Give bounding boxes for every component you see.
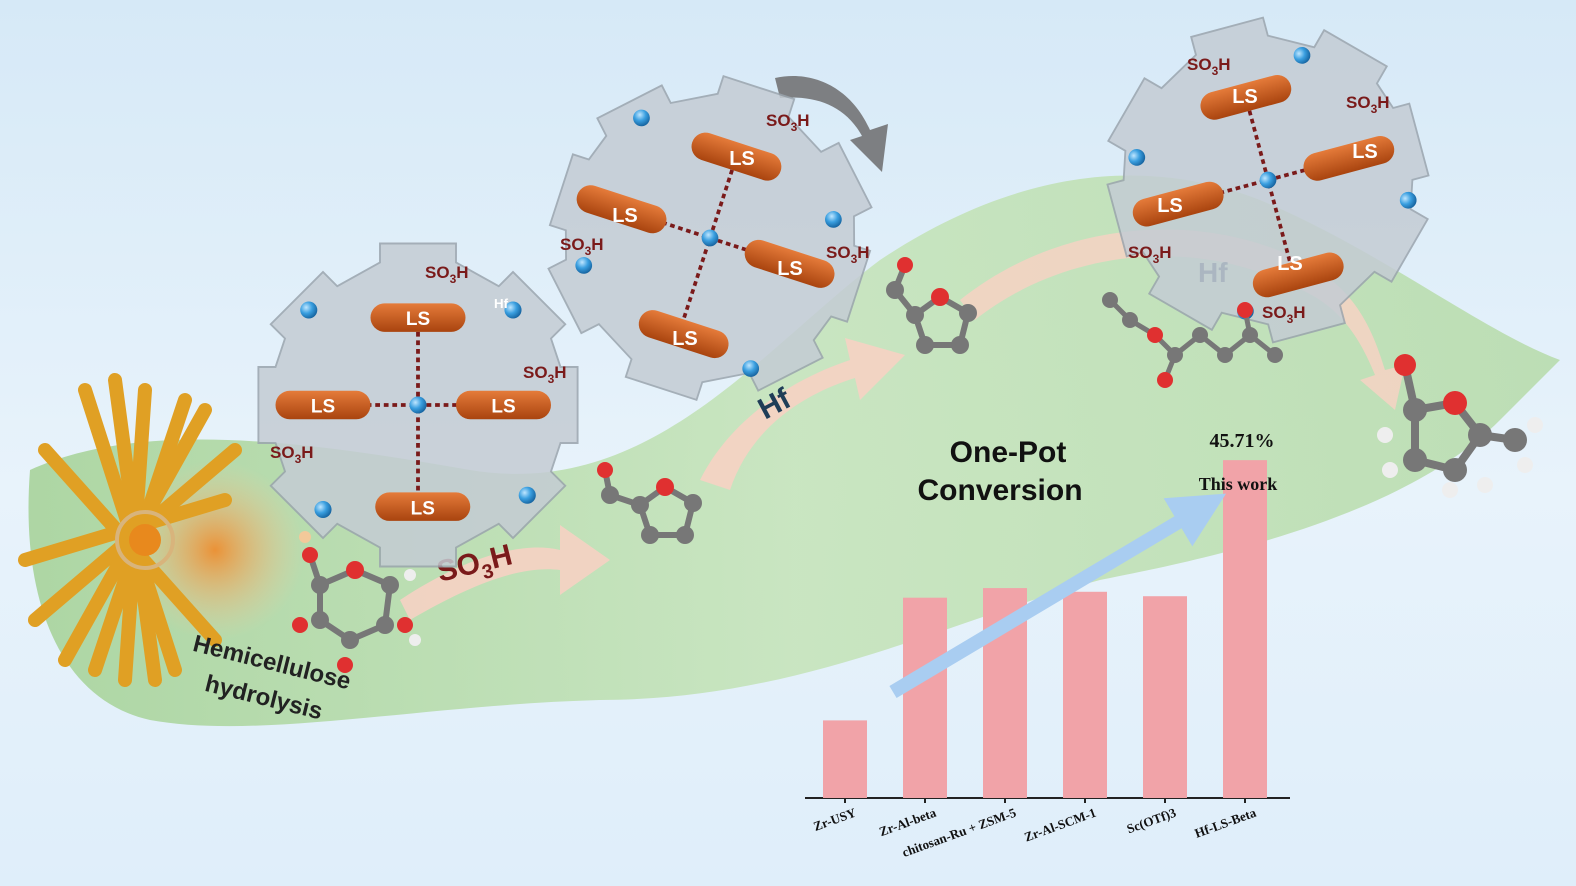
ls-rod-label: LS	[1277, 253, 1303, 275]
furfural-molecule-icon	[597, 462, 702, 544]
so3h-label: SO3H	[560, 235, 604, 258]
bar-1	[903, 597, 947, 798]
gamma-valerolactone-molecule-icon	[1377, 354, 1543, 498]
bar-5	[1223, 460, 1267, 798]
so3h-label: SO3H	[425, 263, 469, 286]
chart-title-line2: Conversion	[917, 474, 1082, 507]
so3h-label: SO3H	[1262, 303, 1306, 326]
ls-rod-label: LS	[729, 148, 755, 170]
flow-arrow-hf	[700, 338, 905, 490]
ls-rod-label: LS	[406, 309, 430, 330]
so3h-label: SO3H	[270, 443, 314, 466]
top-value-label: 45.71%	[1210, 430, 1275, 452]
chart-title-line1: One-Pot	[950, 436, 1067, 469]
ethyl-levulinate-molecule-icon	[1102, 292, 1283, 388]
bar-group	[823, 460, 1267, 798]
xylose-molecule-icon	[292, 531, 421, 673]
bar-4	[1143, 596, 1187, 798]
catalyst-gear-2	[511, 38, 909, 438]
bar-0	[823, 720, 867, 798]
flow-arrow-so3h	[400, 525, 610, 620]
bar-3	[1063, 591, 1107, 798]
so3h-label: SO3H	[1346, 93, 1390, 116]
ls-rod-label: LS	[1352, 141, 1378, 163]
so3h-label: SO3H	[1187, 55, 1231, 78]
green-ribbon	[28, 175, 1560, 727]
so3h-gear-labels: SO3H SO3H SO3H SO3H SO3H SO3H SO3H SO3H …	[270, 55, 1390, 466]
ls-rod-label: LS	[491, 397, 515, 418]
x-tick-label-1: Zr-Al-beta	[877, 805, 938, 840]
so3h-label: SO3H	[1128, 243, 1172, 266]
ls-rod-label: LS	[411, 498, 435, 519]
rotation-arrow	[775, 75, 888, 172]
tick-group	[844, 798, 1246, 803]
ls-rod-label: LS	[311, 397, 335, 418]
x-tick-label-3: Zr-Al-SCM-1	[1022, 805, 1098, 845]
furfuryl-alcohol-molecule-icon	[886, 257, 977, 354]
trend-arrow	[889, 493, 1227, 699]
gear-hf-label: Hf	[494, 296, 509, 311]
x-tick-label-4: Sc(OTf)3	[1125, 805, 1179, 837]
so3h-label: SO3H	[523, 363, 567, 386]
hemicellulose-bundle-icon	[18, 373, 305, 687]
ls-rod-label: LS	[1232, 86, 1258, 108]
ls-rod-label: LS	[612, 205, 638, 227]
x-tick-label-5: Hf-LS-Beta	[1192, 805, 1258, 841]
x-tick-label-0: Zr-USY	[811, 805, 858, 834]
catalyst-gear-3	[1075, 0, 1461, 375]
ls-rod-label: LS	[1157, 195, 1183, 217]
this-work-label: This work	[1199, 474, 1278, 494]
so3h-label: SO3H	[766, 111, 810, 134]
ls-rod-label: LS	[777, 258, 803, 280]
catalyst-gear-1: LS LS LS LS Hf	[257, 242, 579, 568]
ls-rod-label: LS	[672, 328, 698, 350]
so3h-label: SO3H	[826, 243, 870, 266]
